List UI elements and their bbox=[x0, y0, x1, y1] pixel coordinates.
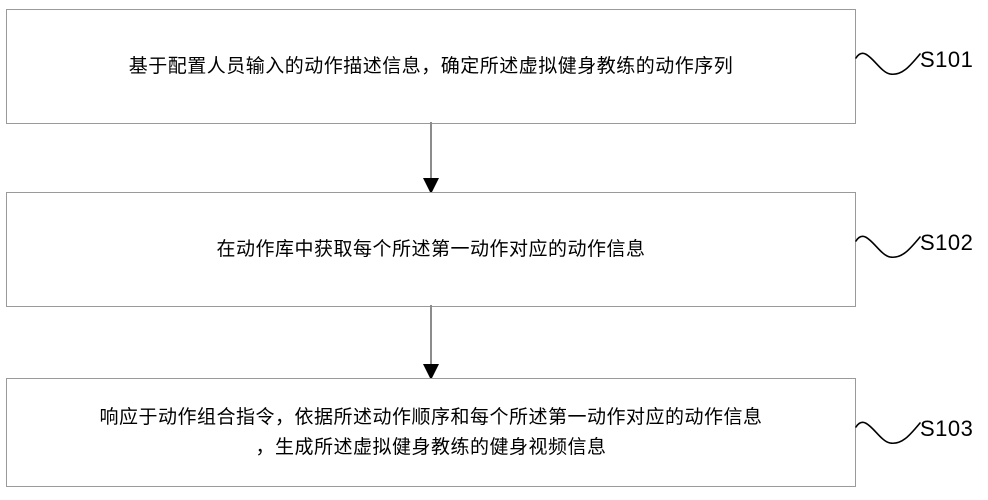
flow-connector-arrow-s102-to-s103 bbox=[423, 305, 439, 380]
leader-line-s101 bbox=[855, 52, 921, 76]
flow-step-text-s102: 在动作库中获取每个所述第一动作对应的动作信息 bbox=[216, 238, 646, 260]
leader-line-s103 bbox=[855, 421, 921, 445]
flow-step-box-s103: 响应于动作组合指令，依据所述动作顺序和每个所述第一动作对应的动作信息 ，生成所述… bbox=[6, 378, 856, 487]
flow-step-box-s101: 基于配置人员输入的动作描述信息，确定所述虚拟健身教练的动作序列 bbox=[6, 9, 856, 124]
flow-step-box-s102: 在动作库中获取每个所述第一动作对应的动作信息 bbox=[6, 192, 856, 307]
flow-step-text-s101: 基于配置人员输入的动作描述信息，确定所述虚拟健身教练的动作序列 bbox=[128, 55, 734, 77]
flow-step-text-s103: 响应于动作组合指令，依据所述动作顺序和每个所述第一动作对应的动作信息 ，生成所述… bbox=[99, 407, 763, 458]
step-reference-label-s103: S103 bbox=[920, 416, 974, 441]
flow-connector-arrow-s101-to-s102 bbox=[423, 122, 439, 194]
leader-line-s102 bbox=[855, 235, 921, 259]
step-reference-label-s102: S102 bbox=[920, 230, 974, 255]
step-reference-label-s101: S101 bbox=[920, 47, 974, 72]
